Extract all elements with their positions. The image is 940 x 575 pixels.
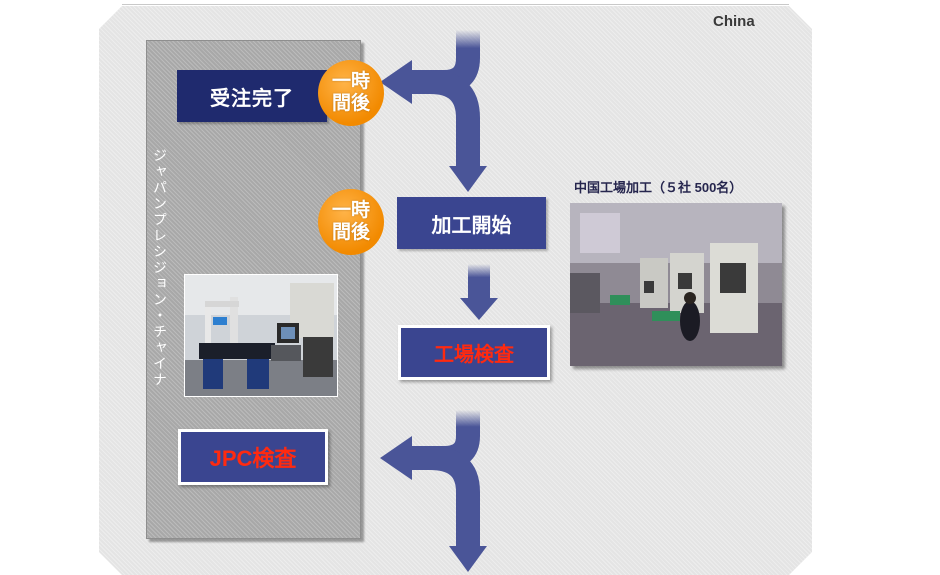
pause-badge: 一時 間後 xyxy=(318,189,384,255)
top-divider xyxy=(122,4,789,5)
pause-badge-line2: 間後 xyxy=(331,93,370,114)
pause-badge: 一時 間後 xyxy=(318,60,384,126)
step-processing-start: 加工開始 xyxy=(397,197,546,249)
step-jpc-inspection: JPC検査 xyxy=(178,429,328,485)
company-column-label: ジャパンプレシジョン・チャイナ xyxy=(152,148,168,388)
factory-photo-caption: 中国工場加工（５社 500名） xyxy=(574,180,743,195)
pause-badge-line1: 一時 xyxy=(331,71,370,92)
pause-badge-line2: 間後 xyxy=(331,222,370,243)
step-factory-inspection: 工場検査 xyxy=(398,325,550,380)
factory-photo xyxy=(570,203,782,366)
inspection-equipment-photo xyxy=(184,274,338,397)
step-order-complete: 受注完了 xyxy=(177,70,327,122)
pause-badge-line1: 一時 xyxy=(331,200,370,221)
region-label: China xyxy=(713,13,755,30)
